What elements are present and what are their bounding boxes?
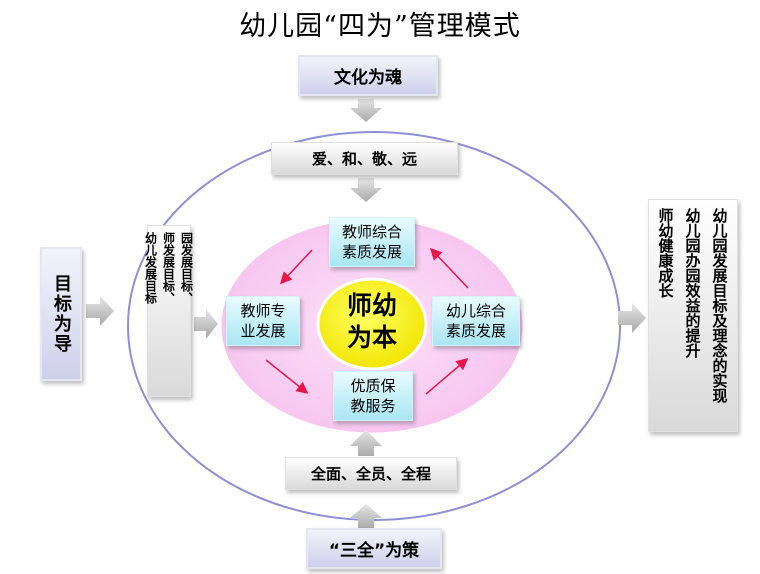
goal-item-child: 幼儿发展目标 (143, 232, 158, 304)
teacher-professional-line-1: 教师专 (240, 302, 286, 320)
values-label: 爱、和、敬、远 (311, 150, 417, 168)
goal-item-teacher: 师发展目标、 (161, 232, 176, 304)
arrow-right-left-1 (86, 296, 114, 326)
red-arrow-bottom-to-right (425, 358, 469, 395)
strategy-box: “三全”为策 (306, 528, 442, 569)
strategy-label: “三全”为策 (328, 541, 420, 561)
child-quality-line-2: 素质发展 (445, 322, 506, 340)
arrow-up-bottom-2 (350, 504, 382, 528)
teacher-professional-line-2: 业发展 (240, 322, 286, 340)
culture-label: 文化为魂 (334, 68, 402, 88)
red-arrow-left-to-bottom (265, 359, 309, 394)
outcome-growth: 师幼健康成长 (656, 208, 675, 298)
arrow-right-left-2 (194, 309, 218, 339)
arrow-down-top-1 (350, 99, 382, 122)
core-line-1: 师幼 (346, 291, 397, 320)
care-service-line-1: 优质保 (350, 377, 396, 395)
teacher-quality-line-2: 素质发展 (341, 243, 402, 261)
arrow-down-top-2 (350, 178, 382, 202)
core-line-2: 为本 (346, 323, 397, 352)
care-service-box: 优质保 教服务 (333, 371, 413, 421)
goal-item-school: 园发展目标、 (179, 232, 194, 304)
values-box: 爱、和、敬、远 (271, 142, 458, 175)
teacher-quality-box: 教师综合 素质发展 (329, 217, 415, 267)
scope-label: 全面、全员、全程 (310, 465, 431, 483)
outcome-efficiency: 幼儿园办园效益的提升 (683, 208, 702, 358)
culture-box: 文化为魂 (298, 55, 438, 96)
arrow-right-right (618, 303, 646, 333)
goals-box: 园发展目标、 师发展目标、 幼儿发展目标 (144, 225, 194, 397)
core-circle (316, 277, 428, 371)
red-arrow-top-to-left (279, 249, 313, 285)
arrow-up-bottom-1 (350, 430, 382, 456)
red-arrow-right-to-top (429, 247, 469, 289)
teacher-professional-box: 教师专 业发展 (226, 296, 300, 346)
teacher-quality-line-1: 教师综合 (341, 223, 402, 241)
outcomes-box: 幼儿园发展目标及理念的实现 幼儿园办园效益的提升 师幼健康成长 (648, 199, 738, 432)
diagram-title: 幼儿园“四为”管理模式 (239, 11, 521, 42)
goal-label: 目标为导 (51, 274, 72, 354)
core-label: 师幼 为本 (318, 290, 426, 358)
child-quality-box: 幼儿综合 素质发展 (432, 296, 520, 346)
scope-box: 全面、全员、全程 (285, 457, 457, 490)
care-service-line-2: 教服务 (350, 397, 396, 415)
outcome-goal-realization: 幼儿园发展目标及理念的实现 (710, 208, 729, 403)
goal-box: 目标为导 (40, 247, 82, 381)
child-quality-line-1: 幼儿综合 (445, 302, 506, 320)
